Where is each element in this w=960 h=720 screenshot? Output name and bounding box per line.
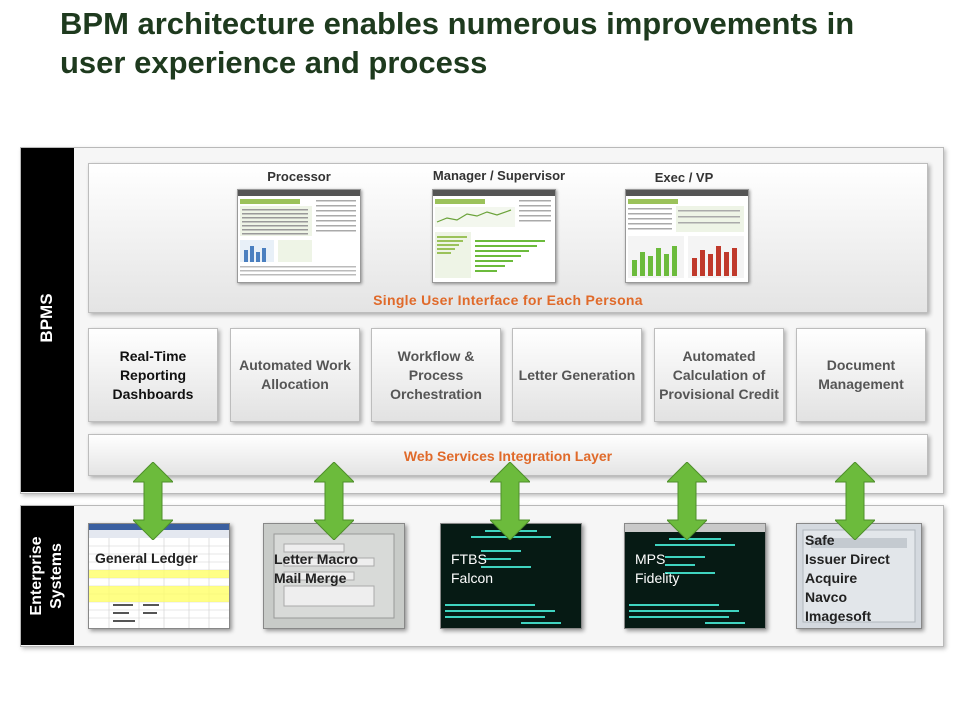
- persona-interface-caption: Single User Interface for Each Persona: [373, 292, 643, 308]
- integration-arrow-4: [667, 462, 707, 540]
- capability-document-management: Document Management: [796, 328, 926, 422]
- system-label-safe: Safe: [805, 532, 835, 548]
- capability-work-allocation: Automated Work Allocation: [230, 328, 360, 422]
- system-label-issuer-direct: Issuer Direct: [805, 551, 890, 567]
- system-label-mps-line1: MPS: [635, 551, 666, 567]
- page-title: BPM architecture enables numerous improv…: [60, 6, 855, 80]
- exec-dashboard-thumbnail: [625, 189, 749, 283]
- integration-arrow-5: [835, 462, 875, 540]
- processor-dashboard-thumbnail: [237, 189, 361, 283]
- manager-dashboard-thumbnail: [432, 189, 556, 283]
- integration-arrow-1: [133, 462, 173, 540]
- bpms-label: BPMS: [37, 293, 56, 343]
- integration-arrow-2: [314, 462, 354, 540]
- enterprise-label: Enterprise Systems: [27, 516, 67, 636]
- system-label-ftbs: FTBS Falcon: [451, 550, 493, 588]
- system-label-general-ledger: General Ledger: [95, 550, 198, 566]
- enterprise-label-line2: Systems: [48, 543, 65, 609]
- capability-provisional-credit: Automated Calculation of Provisional Cre…: [654, 328, 784, 422]
- system-letter-macro: Letter Macro Mail Merge: [263, 523, 405, 629]
- system-label-mps: MPS Fidelity: [635, 550, 679, 588]
- capability-workflow-orchestration: Workflow & Process Orchestration: [371, 328, 501, 422]
- system-label-letter-macro: Letter Macro Mail Merge: [274, 550, 358, 588]
- system-label-navco: Navco: [805, 589, 848, 605]
- system-label-mps-line2: Fidelity: [635, 570, 680, 586]
- integration-arrow-3: [490, 462, 530, 540]
- system-label-imagesoft: Imagesoft: [805, 608, 872, 624]
- system-label-ftbs-line2: Falcon: [451, 570, 494, 586]
- enterprise-sidebar: Enterprise Systems: [21, 506, 74, 645]
- system-label-safe-group: Safe Issuer Direct Acquire Navco Imageso…: [805, 531, 890, 626]
- capability-real-time-reporting: Real-Time Reporting Dashboards: [88, 328, 218, 422]
- persona-label-exec: Exec / VP: [654, 170, 714, 185]
- enterprise-label-line1: Enterprise: [28, 536, 45, 616]
- persona-label-manager: Manager / Supervisor: [432, 168, 566, 183]
- system-label-letter-macro-line2: Mail Merge: [274, 570, 347, 586]
- persona-interface-box: Processor Manager / Supervisor Exec / VP: [88, 163, 928, 313]
- system-label-letter-macro-line1: Letter Macro: [274, 551, 359, 567]
- system-label-ftbs-line1: FTBS: [451, 551, 487, 567]
- system-safe-group: Safe Issuer Direct Acquire Navco Imageso…: [796, 523, 922, 629]
- bpms-sidebar: BPMS: [21, 148, 74, 492]
- capability-letter-generation: Letter Generation: [512, 328, 642, 422]
- system-label-acquire: Acquire: [805, 570, 858, 586]
- persona-label-processor: Processor: [267, 169, 331, 184]
